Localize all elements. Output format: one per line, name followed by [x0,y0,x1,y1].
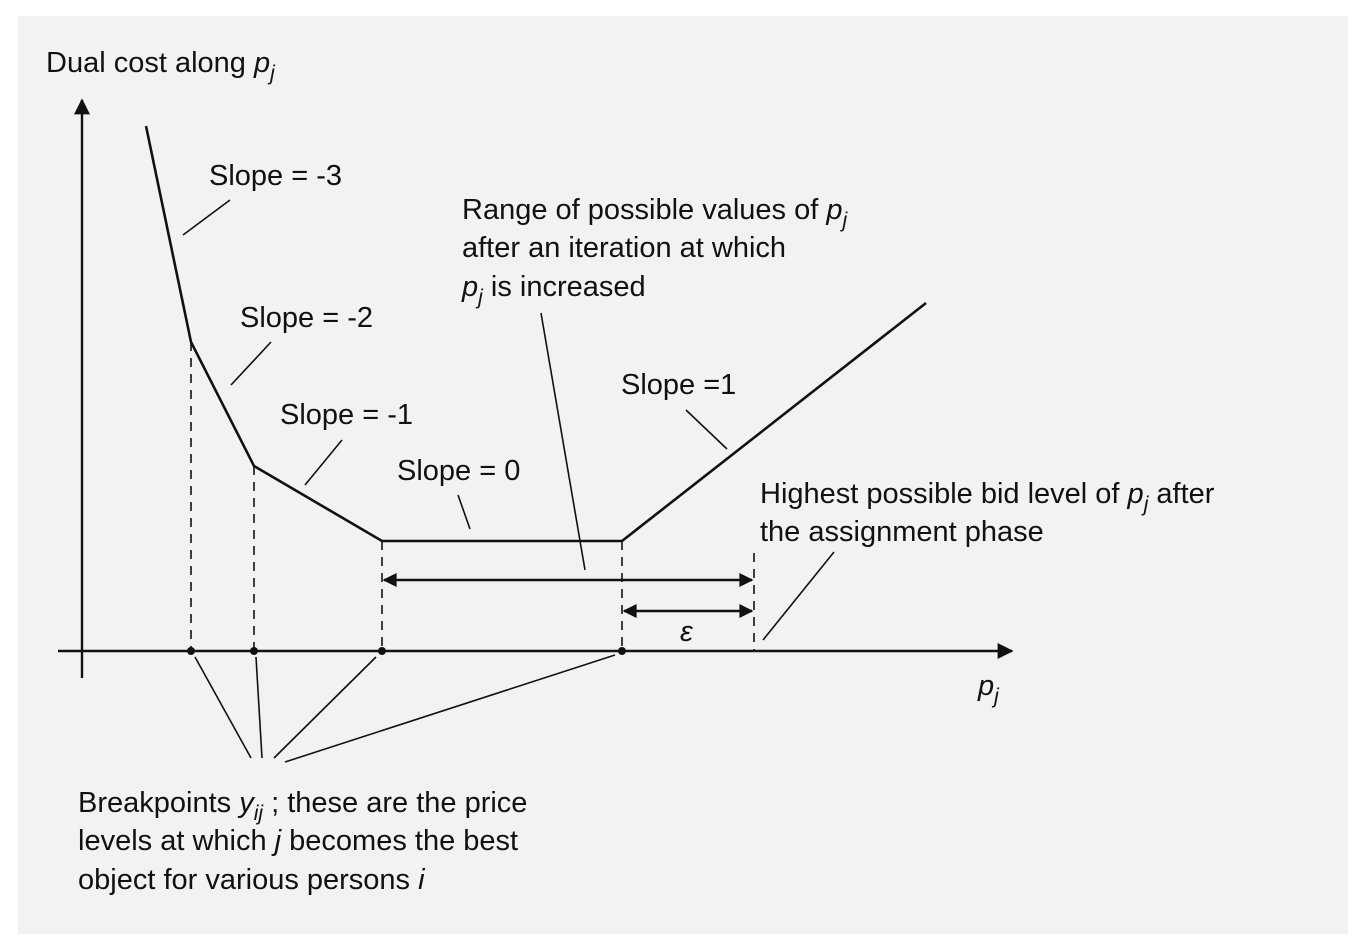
range-annotation-line3: pj is increased [461,271,646,309]
range-annotation-line1: Range of possible values of pj [462,194,849,232]
breakpoints-leader-1 [194,656,252,759]
slope-minus3-label: Slope = -3 [209,160,342,192]
figure-background [18,16,1348,934]
slope-0-label: Slope = 0 [397,455,520,487]
highest-bid-line2: the assignment phase [760,516,1044,548]
dual-cost-curve [144,125,927,543]
breakpoints-line2: levels at which j becomes the best [78,825,518,857]
highest-bid-leader [762,551,835,641]
epsilon-label: ε [680,616,694,648]
breakpoints-leader-3 [273,656,377,759]
breakpoint-dot-1 [187,647,195,655]
slope-minus1-label: Slope = -1 [280,399,413,431]
breakpoints-line1: Breakpoints yij ; these are the price [78,787,527,825]
slope-minus2-leader [230,341,272,386]
slope-minus2-label: Slope = -2 [240,302,373,334]
breakpoints-leader-2 [255,656,263,759]
slope-0-leader [457,494,471,530]
breakpoints-leader-4 [284,654,616,763]
slope-minus1-leader [304,439,343,486]
slope-1-leader [685,409,728,450]
y-axis-label: Dual cost along pj [46,47,276,85]
slope-minus3-leader [182,199,231,236]
slope-1-label: Slope =1 [621,369,736,401]
breakpoints-line3: object for various persons i [78,864,426,896]
breakpoint-dot-3 [378,647,386,655]
range-annotation-line2: after an iteration at which [462,232,786,264]
highest-bid-line1: Highest possible bid level of pj after [760,478,1215,516]
breakpoint-dot-2 [250,647,258,655]
breakpoint-dot-4 [618,647,626,655]
x-axis-label: pj [977,670,1000,708]
range-annotation-leader [540,312,586,571]
